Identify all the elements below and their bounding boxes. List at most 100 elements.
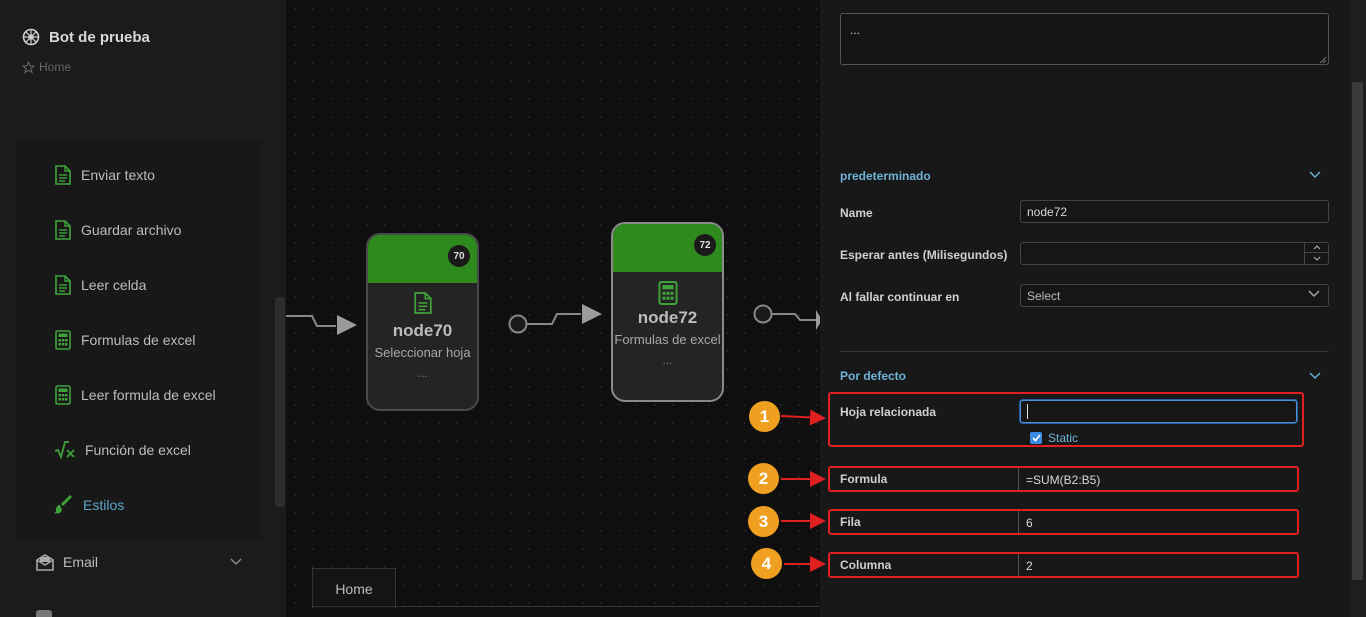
sidebar-group-email[interactable]: Email <box>36 553 98 571</box>
connector-line <box>286 315 336 327</box>
star-icon <box>22 60 35 74</box>
sidebar-item-leer-celda[interactable]: Leer celda <box>54 275 146 295</box>
column-label: Columna <box>840 558 892 572</box>
highlight-box-2 <box>828 466 1299 492</box>
node-header: 72 <box>613 224 722 272</box>
section-por-defecto-title[interactable]: Por defecto <box>840 369 907 383</box>
truncated-icon <box>36 610 52 617</box>
stepper-up-icon[interactable] <box>1305 242 1329 253</box>
sidebar-item-label: Leer celda <box>81 277 147 293</box>
row-label: Fila <box>840 515 861 529</box>
wait-stepper[interactable] <box>1304 242 1329 265</box>
sidebar-item-enviar-texto[interactable]: Enviar texto <box>54 165 155 185</box>
node-header: 70 <box>368 235 477 283</box>
section-predeterminado-title[interactable]: predeterminado <box>840 169 931 183</box>
annotation-badge-2: 2 <box>748 463 779 494</box>
file-text-icon <box>368 291 477 315</box>
file-text-icon <box>55 220 71 240</box>
static-checkbox[interactable]: Static <box>1030 431 1078 445</box>
highlight-box-3 <box>828 509 1299 535</box>
field-divider <box>1018 468 1019 490</box>
text-cursor <box>1027 404 1028 419</box>
calculator-icon <box>55 385 71 405</box>
connector-port <box>753 304 773 324</box>
calculator-icon <box>55 330 71 350</box>
chevron-down-icon[interactable] <box>1308 290 1320 298</box>
description-textarea[interactable]: ... <box>840 13 1329 65</box>
column-input[interactable] <box>1020 554 1296 577</box>
checkbox-checked-icon <box>1030 432 1042 444</box>
fail-label: Al fallar continuar en <box>840 290 960 304</box>
file-text-icon <box>55 275 71 295</box>
sidebar-item-label: Enviar texto <box>81 167 155 183</box>
sidebar: Bot de prueba Home Enviar texto Guardar … <box>0 0 286 617</box>
breadcrumb-home: Home <box>39 60 72 74</box>
node-more: ... <box>662 353 673 367</box>
formula-input[interactable] <box>1020 468 1296 491</box>
highlight-box-1 <box>828 392 1304 447</box>
square-root-icon <box>54 441 75 460</box>
fail-select[interactable]: Select <box>1020 284 1329 307</box>
connector-line <box>772 313 818 321</box>
sidebar-item-label: Leer formula de excel <box>81 387 216 403</box>
sheet-input[interactable] <box>1020 400 1297 423</box>
name-label: Name <box>840 206 873 220</box>
brand[interactable]: Bot de prueba <box>22 28 150 46</box>
sidebar-menu <box>16 140 262 540</box>
connector-arrow <box>337 315 357 335</box>
file-text-icon <box>55 165 71 185</box>
sidebar-item-label: Estilos <box>83 497 125 513</box>
field-divider <box>1018 511 1019 533</box>
static-label: Static <box>1048 431 1079 445</box>
node-badge: 70 <box>448 245 470 267</box>
annotation-badge-1: 1 <box>749 401 780 432</box>
wheel-icon <box>22 28 40 46</box>
formula-label: Formula <box>840 472 888 486</box>
connector-arrow <box>816 310 822 330</box>
row-input[interactable] <box>1020 511 1296 534</box>
sidebar-item-formulas-de-excel[interactable]: Formulas de excel <box>54 330 195 350</box>
flow-node-70[interactable]: 70 node70 Seleccionar hoja ... <box>366 233 479 411</box>
connector-line <box>527 313 581 325</box>
node-badge: 72 <box>694 234 716 256</box>
tab-home[interactable]: Home <box>312 568 396 608</box>
chevron-down-icon[interactable] <box>1309 171 1321 179</box>
resize-handle-icon[interactable] <box>1318 55 1327 64</box>
node-title: node72 <box>637 308 698 327</box>
calculator-icon <box>613 280 722 306</box>
section-divider <box>840 351 1329 352</box>
connector-arrow <box>582 304 602 324</box>
chevron-down-icon[interactable] <box>1309 372 1321 380</box>
panel-scrollbar-thumb[interactable] <box>1352 82 1363 580</box>
app-title: Bot de prueba <box>49 28 150 46</box>
flow-node-72[interactable]: 72 node72 Formulas de excel ... <box>611 222 724 402</box>
sidebar-item-guardar-archivo[interactable]: Guardar archivo <box>54 220 181 240</box>
brush-icon <box>54 495 72 514</box>
node-subtitle: Formulas de excel <box>614 332 721 347</box>
connector-port <box>508 314 528 334</box>
sidebar-item-label: Función de excel <box>85 442 191 458</box>
chevron-down-icon[interactable] <box>230 556 242 566</box>
sheet-label: Hoja relacionada <box>840 405 937 419</box>
node-subtitle: Seleccionar hoja <box>374 345 471 360</box>
sidebar-item-label: Guardar archivo <box>81 222 182 238</box>
name-input[interactable] <box>1020 200 1329 223</box>
breadcrumb[interactable]: Home <box>22 60 71 74</box>
annotation-badge-4: 4 <box>751 548 782 579</box>
sidebar-group-label: Email <box>63 554 99 570</box>
node-more: ... <box>417 366 428 380</box>
mail-open-icon <box>36 554 54 571</box>
wait-label: Esperar antes (Milisegundos) <box>840 248 1008 262</box>
sidebar-item-label: Formulas de excel <box>81 332 196 348</box>
sidebar-item-estilos[interactable]: Estilos <box>54 495 124 515</box>
wait-input[interactable] <box>1020 242 1329 265</box>
annotation-badge-3: 3 <box>748 506 779 537</box>
field-divider <box>1018 554 1019 576</box>
node-title: node70 <box>392 321 453 340</box>
sidebar-item-leer-formula-de-excel[interactable]: Leer formula de excel <box>54 385 216 405</box>
stepper-down-icon[interactable] <box>1305 253 1329 264</box>
sidebar-scrollbar[interactable] <box>275 297 285 507</box>
sidebar-item-funcion-de-excel[interactable]: Función de excel <box>54 440 191 460</box>
